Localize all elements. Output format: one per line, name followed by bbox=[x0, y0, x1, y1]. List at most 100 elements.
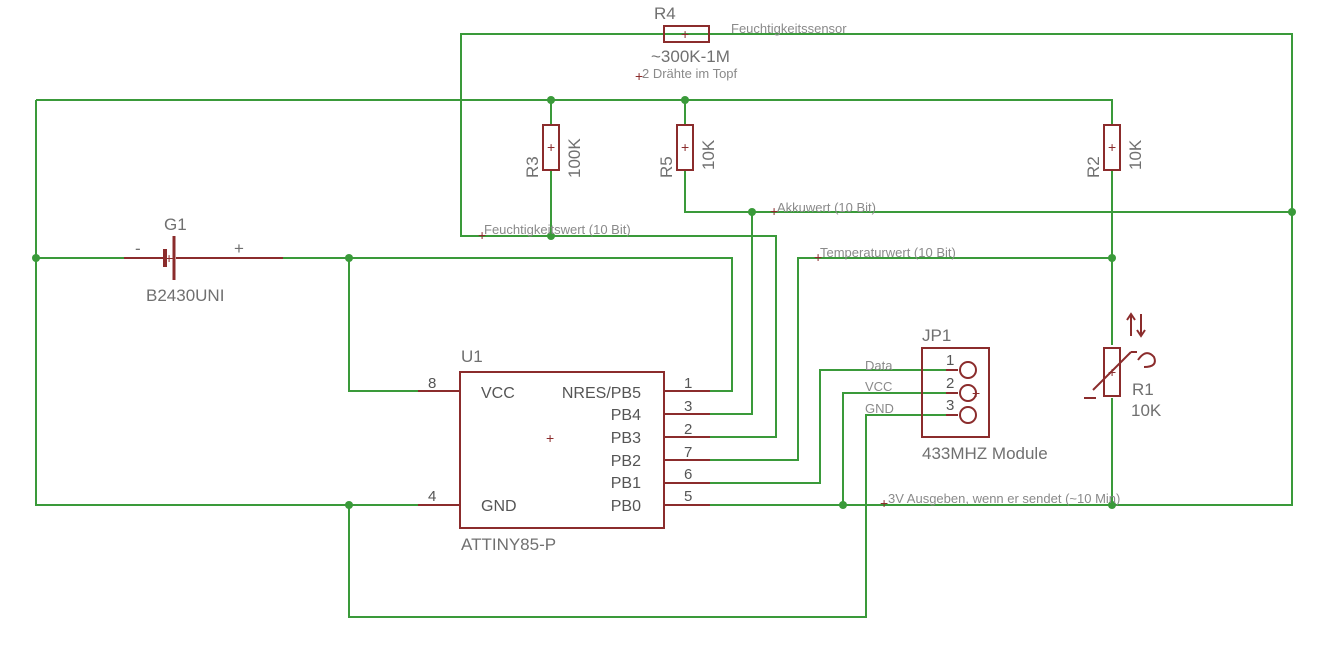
jp1-name: JP1 bbox=[922, 326, 951, 345]
u1-pin-pb5-label: NRES/PB5 bbox=[562, 385, 641, 402]
r5-body bbox=[676, 124, 694, 171]
g1-value: B2430UNI bbox=[146, 286, 224, 305]
g1-plus-label: + bbox=[234, 239, 244, 258]
jp1-net-gnd-label: GND bbox=[865, 401, 894, 416]
junction bbox=[1108, 501, 1116, 509]
origin-marker: + bbox=[880, 495, 888, 511]
u1-pin-pb2-label: PB2 bbox=[611, 453, 641, 470]
junction bbox=[547, 232, 555, 240]
junction bbox=[345, 501, 353, 509]
junction bbox=[1108, 254, 1116, 262]
u1-pin-pb3-label: PB3 bbox=[611, 430, 641, 447]
u1-pin-7-num: 7 bbox=[684, 444, 692, 461]
r3-value: 100K bbox=[565, 138, 584, 178]
u1-pin-gnd-label: GND bbox=[481, 498, 517, 515]
jp1-body bbox=[921, 347, 990, 438]
junctions bbox=[32, 96, 1296, 509]
origin-marker: + bbox=[478, 227, 486, 243]
u1-pin-1-num: 1 bbox=[684, 375, 692, 392]
r1-body bbox=[1103, 347, 1121, 397]
jp1-pad bbox=[959, 384, 977, 402]
jp1-pad bbox=[959, 406, 977, 424]
junction bbox=[32, 254, 40, 262]
origin-marker: + bbox=[681, 139, 689, 155]
resistor-r3: + R3 100K bbox=[523, 124, 584, 178]
net-label-feuchtigkeit: Feuchtigkeitswert (10 Bit) bbox=[484, 222, 631, 237]
r2-body bbox=[1103, 124, 1121, 171]
resistor-r2: + R2 10K bbox=[1084, 124, 1145, 178]
u1-pin-pb1-label: PB1 bbox=[611, 475, 641, 492]
junction bbox=[681, 96, 689, 104]
g1-minus-label: - bbox=[135, 239, 141, 258]
r4-body bbox=[663, 25, 710, 43]
battery-plus-wire bbox=[283, 257, 733, 392]
u1-value: ATTINY85-P bbox=[461, 535, 556, 554]
g1-name: G1 bbox=[164, 215, 187, 234]
u1-pin-5-num: 5 bbox=[684, 488, 692, 505]
u1-body bbox=[459, 371, 665, 529]
junction bbox=[345, 254, 353, 262]
origin-marker: + bbox=[1108, 364, 1116, 380]
thermistor-r1: + R1 10K bbox=[1084, 312, 1162, 420]
gnd-module-wire bbox=[348, 414, 946, 618]
vcc-top-rail bbox=[36, 99, 1113, 125]
jp1-pin-1-num: 1 bbox=[946, 352, 954, 369]
akku-net bbox=[684, 170, 1292, 213]
origin-marker: + bbox=[547, 139, 555, 155]
origin-marker: + bbox=[770, 203, 778, 219]
pb4-wire bbox=[710, 212, 753, 415]
origin-marker: + bbox=[546, 430, 554, 446]
r1-value: 10K bbox=[1131, 401, 1162, 420]
origin-marker: + bbox=[814, 249, 822, 265]
jp1-pin-3-num: 3 bbox=[946, 397, 954, 414]
junction bbox=[1288, 208, 1296, 216]
resistor-r5: + R5 10K bbox=[657, 124, 718, 178]
u1-pin-vcc-label: VCC bbox=[481, 385, 515, 402]
r1-name: R1 bbox=[1132, 380, 1154, 399]
r2-value: 10K bbox=[1126, 139, 1145, 170]
origin-marker: + bbox=[1108, 139, 1116, 155]
u1-name: U1 bbox=[461, 347, 483, 366]
vcc-module-wire bbox=[842, 392, 946, 505]
jp1-net-vcc-label: VCC bbox=[865, 379, 892, 394]
vcc-pin-wire bbox=[348, 258, 418, 392]
jp1-pad bbox=[959, 361, 977, 379]
temperature-symbol-icon bbox=[1137, 352, 1156, 368]
r4-name: R4 bbox=[654, 4, 676, 23]
r4-loop-wire bbox=[664, 33, 1293, 506]
temperatur-net bbox=[710, 257, 1112, 461]
origin-marker: + bbox=[681, 26, 689, 42]
r4-value: ~300K-1M bbox=[651, 47, 730, 66]
header-jp1: JP1 433MHZ Module + 1 2 3 Data VCC GND bbox=[865, 326, 1048, 463]
net-label-ausgeben: 3V Ausgeben, wenn er sendet (~10 Min) bbox=[888, 491, 1120, 506]
r1-slash bbox=[1092, 351, 1132, 391]
wires bbox=[35, 33, 1293, 618]
u1-pin-3-num: 3 bbox=[684, 398, 692, 415]
r4-left-wire bbox=[460, 33, 777, 438]
battery-g1: + G1 - + B2430UNI bbox=[124, 215, 283, 305]
u1-pin-gnd-num: 4 bbox=[428, 488, 436, 505]
r3-name: R3 bbox=[523, 156, 542, 178]
u1-pin-2-num: 2 bbox=[684, 421, 692, 438]
r4-attr-sensor: Feuchtigkeitssensor bbox=[731, 21, 847, 36]
r4-attr-wires: 2 Drähte im Topf bbox=[642, 66, 738, 81]
u1-pin-vcc-num: 8 bbox=[428, 375, 436, 392]
data-wire bbox=[710, 369, 946, 484]
origin-marker: + bbox=[165, 250, 173, 266]
chip-u1: + U1 ATTINY85-P VCC 8 GND 4 NRES/PB5 PB4… bbox=[418, 347, 710, 554]
junction bbox=[748, 208, 756, 216]
u1-pin-pb0-label: PB0 bbox=[611, 498, 641, 515]
temperature-arrows-icon bbox=[1126, 312, 1146, 338]
u1-pin-pb4-label: PB4 bbox=[611, 407, 641, 424]
net-label-temperatur: Temperaturwert (10 Bit) bbox=[820, 245, 956, 260]
r2-name: R2 bbox=[1084, 156, 1103, 178]
origin-marker: + bbox=[972, 385, 980, 401]
junction bbox=[839, 501, 847, 509]
resistor-r4: + R4 ~300K-1M Feuchtigkeitssensor 2 Dräh… bbox=[635, 4, 847, 84]
r3-body bbox=[542, 124, 560, 171]
left-rail bbox=[35, 100, 418, 506]
jp1-pin-2-num: 2 bbox=[946, 375, 954, 392]
jp1-value: 433MHZ Module bbox=[922, 444, 1048, 463]
net-labels: Feuchtigkeitswert (10 Bit) + Akkuwert (1… bbox=[478, 200, 1120, 511]
